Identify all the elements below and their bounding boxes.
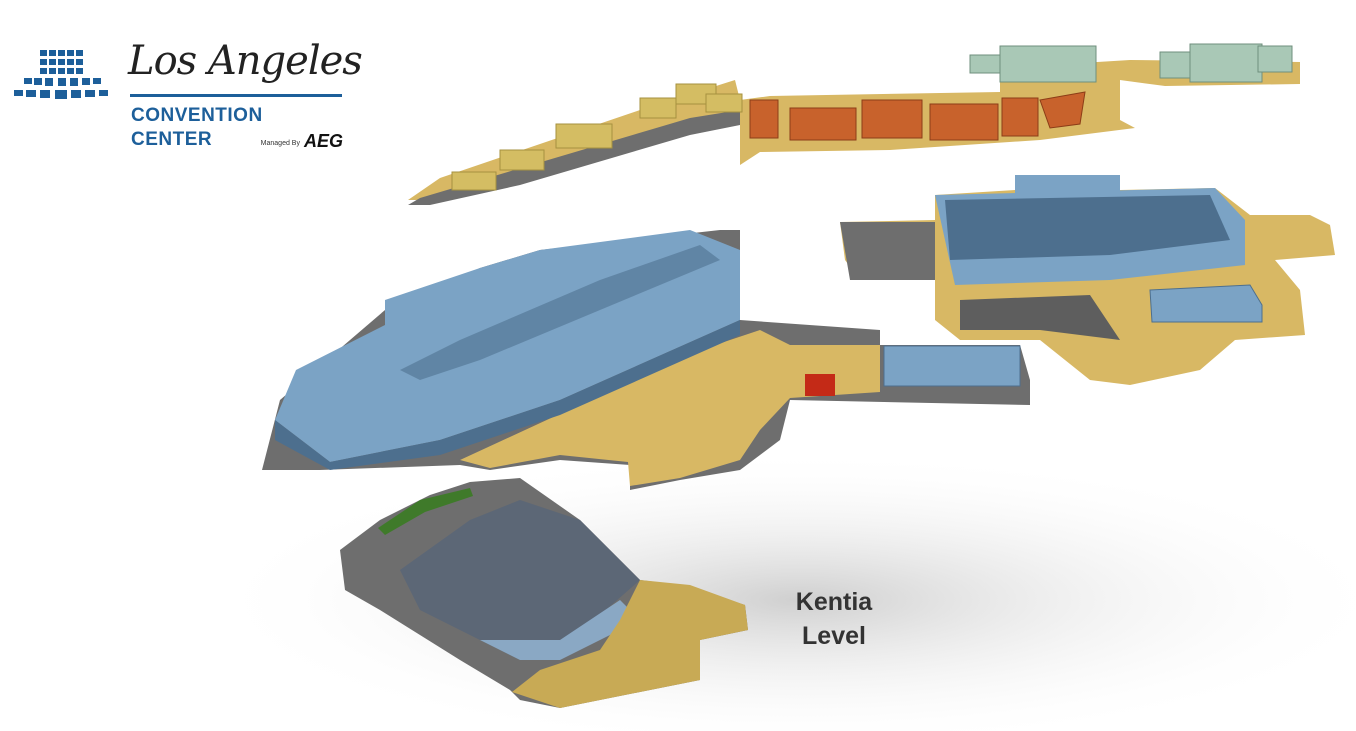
logo-line2: CENTER	[131, 129, 213, 150]
level-label-line1: Kentia	[795, 588, 873, 616]
building-grid-logo-icon	[14, 50, 108, 99]
south-hall[interactable]	[840, 175, 1335, 385]
logo-line1: CONVENTION	[131, 105, 263, 126]
logo-divider	[130, 94, 342, 97]
kentia-level[interactable]	[340, 478, 748, 708]
west-hall[interactable]	[262, 230, 1030, 490]
highlighted-room[interactable]	[805, 374, 835, 396]
logo-script-text: Los Angeles	[128, 38, 363, 84]
level-label: Kentia Level	[770, 585, 898, 653]
level-label-line2: Level	[802, 622, 866, 650]
lacc-logo: Los Angeles CONVENTION CENTER Managed By…	[0, 0, 363, 170]
aeg-logo: AEG	[303, 131, 343, 151]
managed-by-label: Managed By	[260, 140, 300, 147]
logo-bottom-row: CENTER Managed By AEG	[131, 128, 343, 151]
upper-meeting-wing[interactable]	[408, 43, 1300, 205]
